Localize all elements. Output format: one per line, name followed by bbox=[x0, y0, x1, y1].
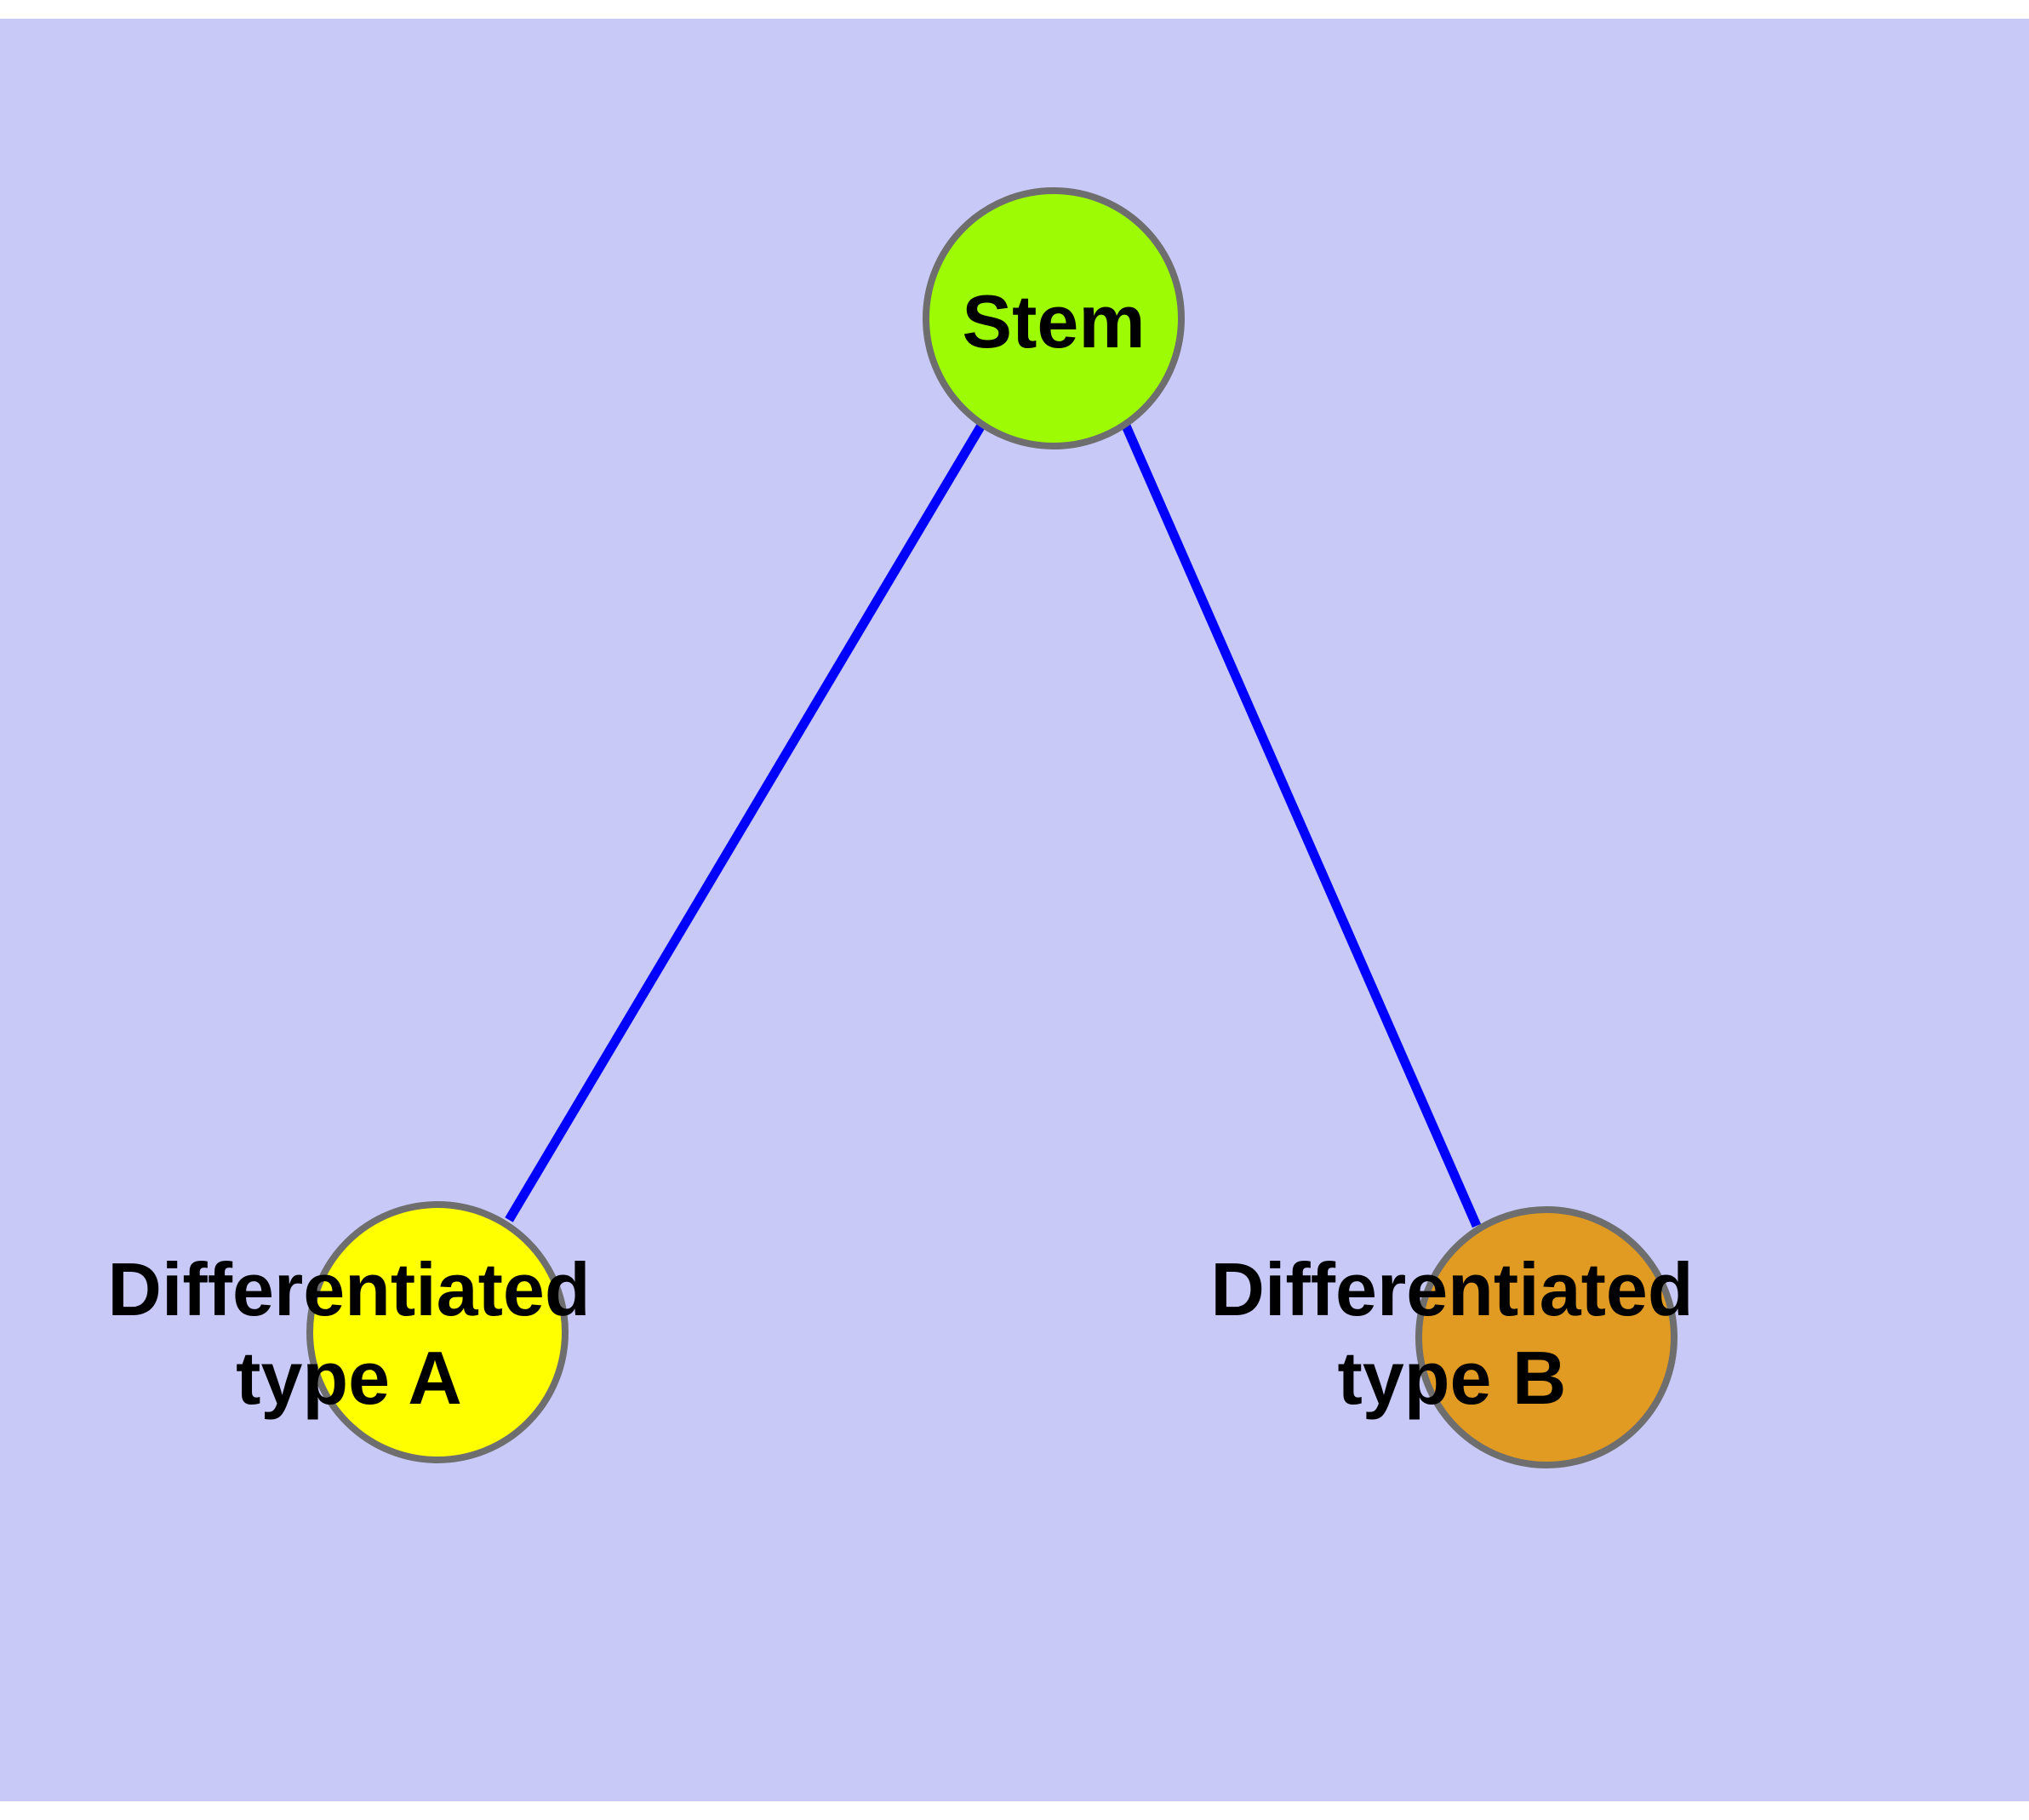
node-label-line: Differentiated bbox=[1210, 1247, 1693, 1331]
node-label-line: Stem bbox=[962, 279, 1145, 363]
edge-stem-to-diff-b[interactable] bbox=[1120, 421, 1482, 1228]
node-label-line: type B bbox=[1338, 1336, 1567, 1420]
edge-stem-to-diff-a[interactable] bbox=[505, 421, 986, 1222]
node-diff-b[interactable] bbox=[1415, 1206, 1677, 1468]
node-label-line: type A bbox=[236, 1336, 462, 1420]
edges-layer bbox=[505, 421, 1482, 1228]
node-label-stem: Stem bbox=[962, 279, 1145, 363]
node-diff-a[interactable] bbox=[306, 1201, 569, 1463]
node-stem[interactable] bbox=[923, 187, 1185, 449]
node-label-line: Differentiated bbox=[107, 1247, 590, 1331]
nodes-layer bbox=[306, 187, 1677, 1468]
